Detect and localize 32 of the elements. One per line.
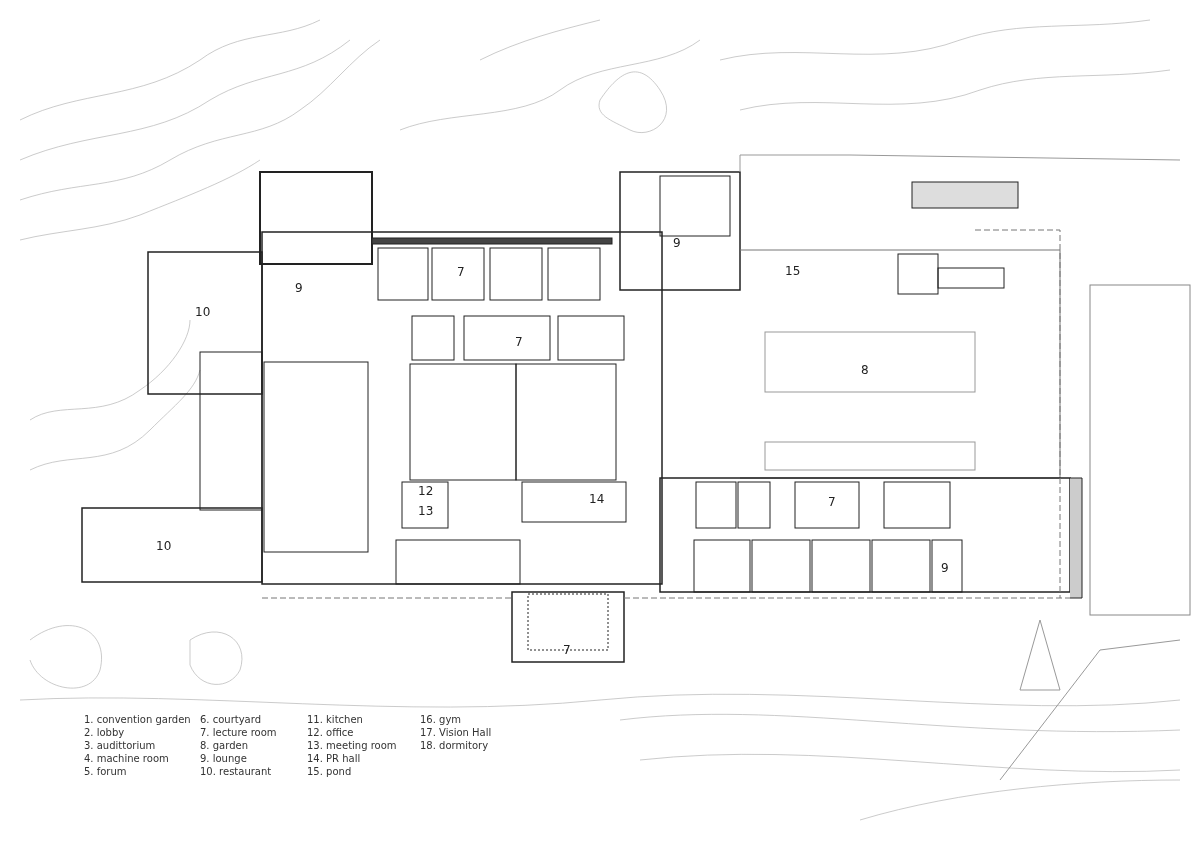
callout-number: 13 xyxy=(418,504,434,518)
legend-item: 9. lounge xyxy=(200,753,247,765)
callout-number: 7 xyxy=(828,495,836,509)
callout-number: 9 xyxy=(295,281,303,295)
callout-number: 12 xyxy=(418,484,434,498)
legend-item: 13. meeting room xyxy=(307,740,397,752)
callout-number: 7 xyxy=(563,643,571,657)
callout-number: 8 xyxy=(861,363,869,377)
legend-item: 12. office xyxy=(307,727,354,739)
legend-item: 6. courtyard xyxy=(200,714,262,726)
callout-number: 9 xyxy=(941,561,949,575)
legend-item: 4. machine room xyxy=(84,753,169,765)
legend-item: 16. gym xyxy=(420,714,462,726)
legend-item: 11. kitchen xyxy=(307,714,363,726)
callout-number: 14 xyxy=(589,492,605,506)
callout-number: 7 xyxy=(457,265,465,279)
legend-item: 5. forum xyxy=(84,766,127,778)
callout-number: 15 xyxy=(785,264,801,278)
legend-item: 17. Vision Hall xyxy=(420,727,492,739)
legend-item: 10. restaurant xyxy=(200,766,272,778)
callout-number: 10 xyxy=(156,539,172,553)
legend-item: 3. audittorium xyxy=(84,740,156,752)
legend-item: 2. lobby xyxy=(84,727,125,739)
legend-item: 15. pond xyxy=(307,766,352,778)
callout-number: 9 xyxy=(673,236,681,250)
legend-item: 14. PR hall xyxy=(307,753,361,765)
legend-item: 18. dormitory xyxy=(420,740,489,752)
legend-item: 1. convention garden xyxy=(84,714,191,726)
callout-number: 10 xyxy=(195,305,211,319)
legend-item: 7. lecture room xyxy=(200,727,277,739)
legend-item: 8. garden xyxy=(200,740,248,752)
callout-number: 7 xyxy=(515,335,523,349)
